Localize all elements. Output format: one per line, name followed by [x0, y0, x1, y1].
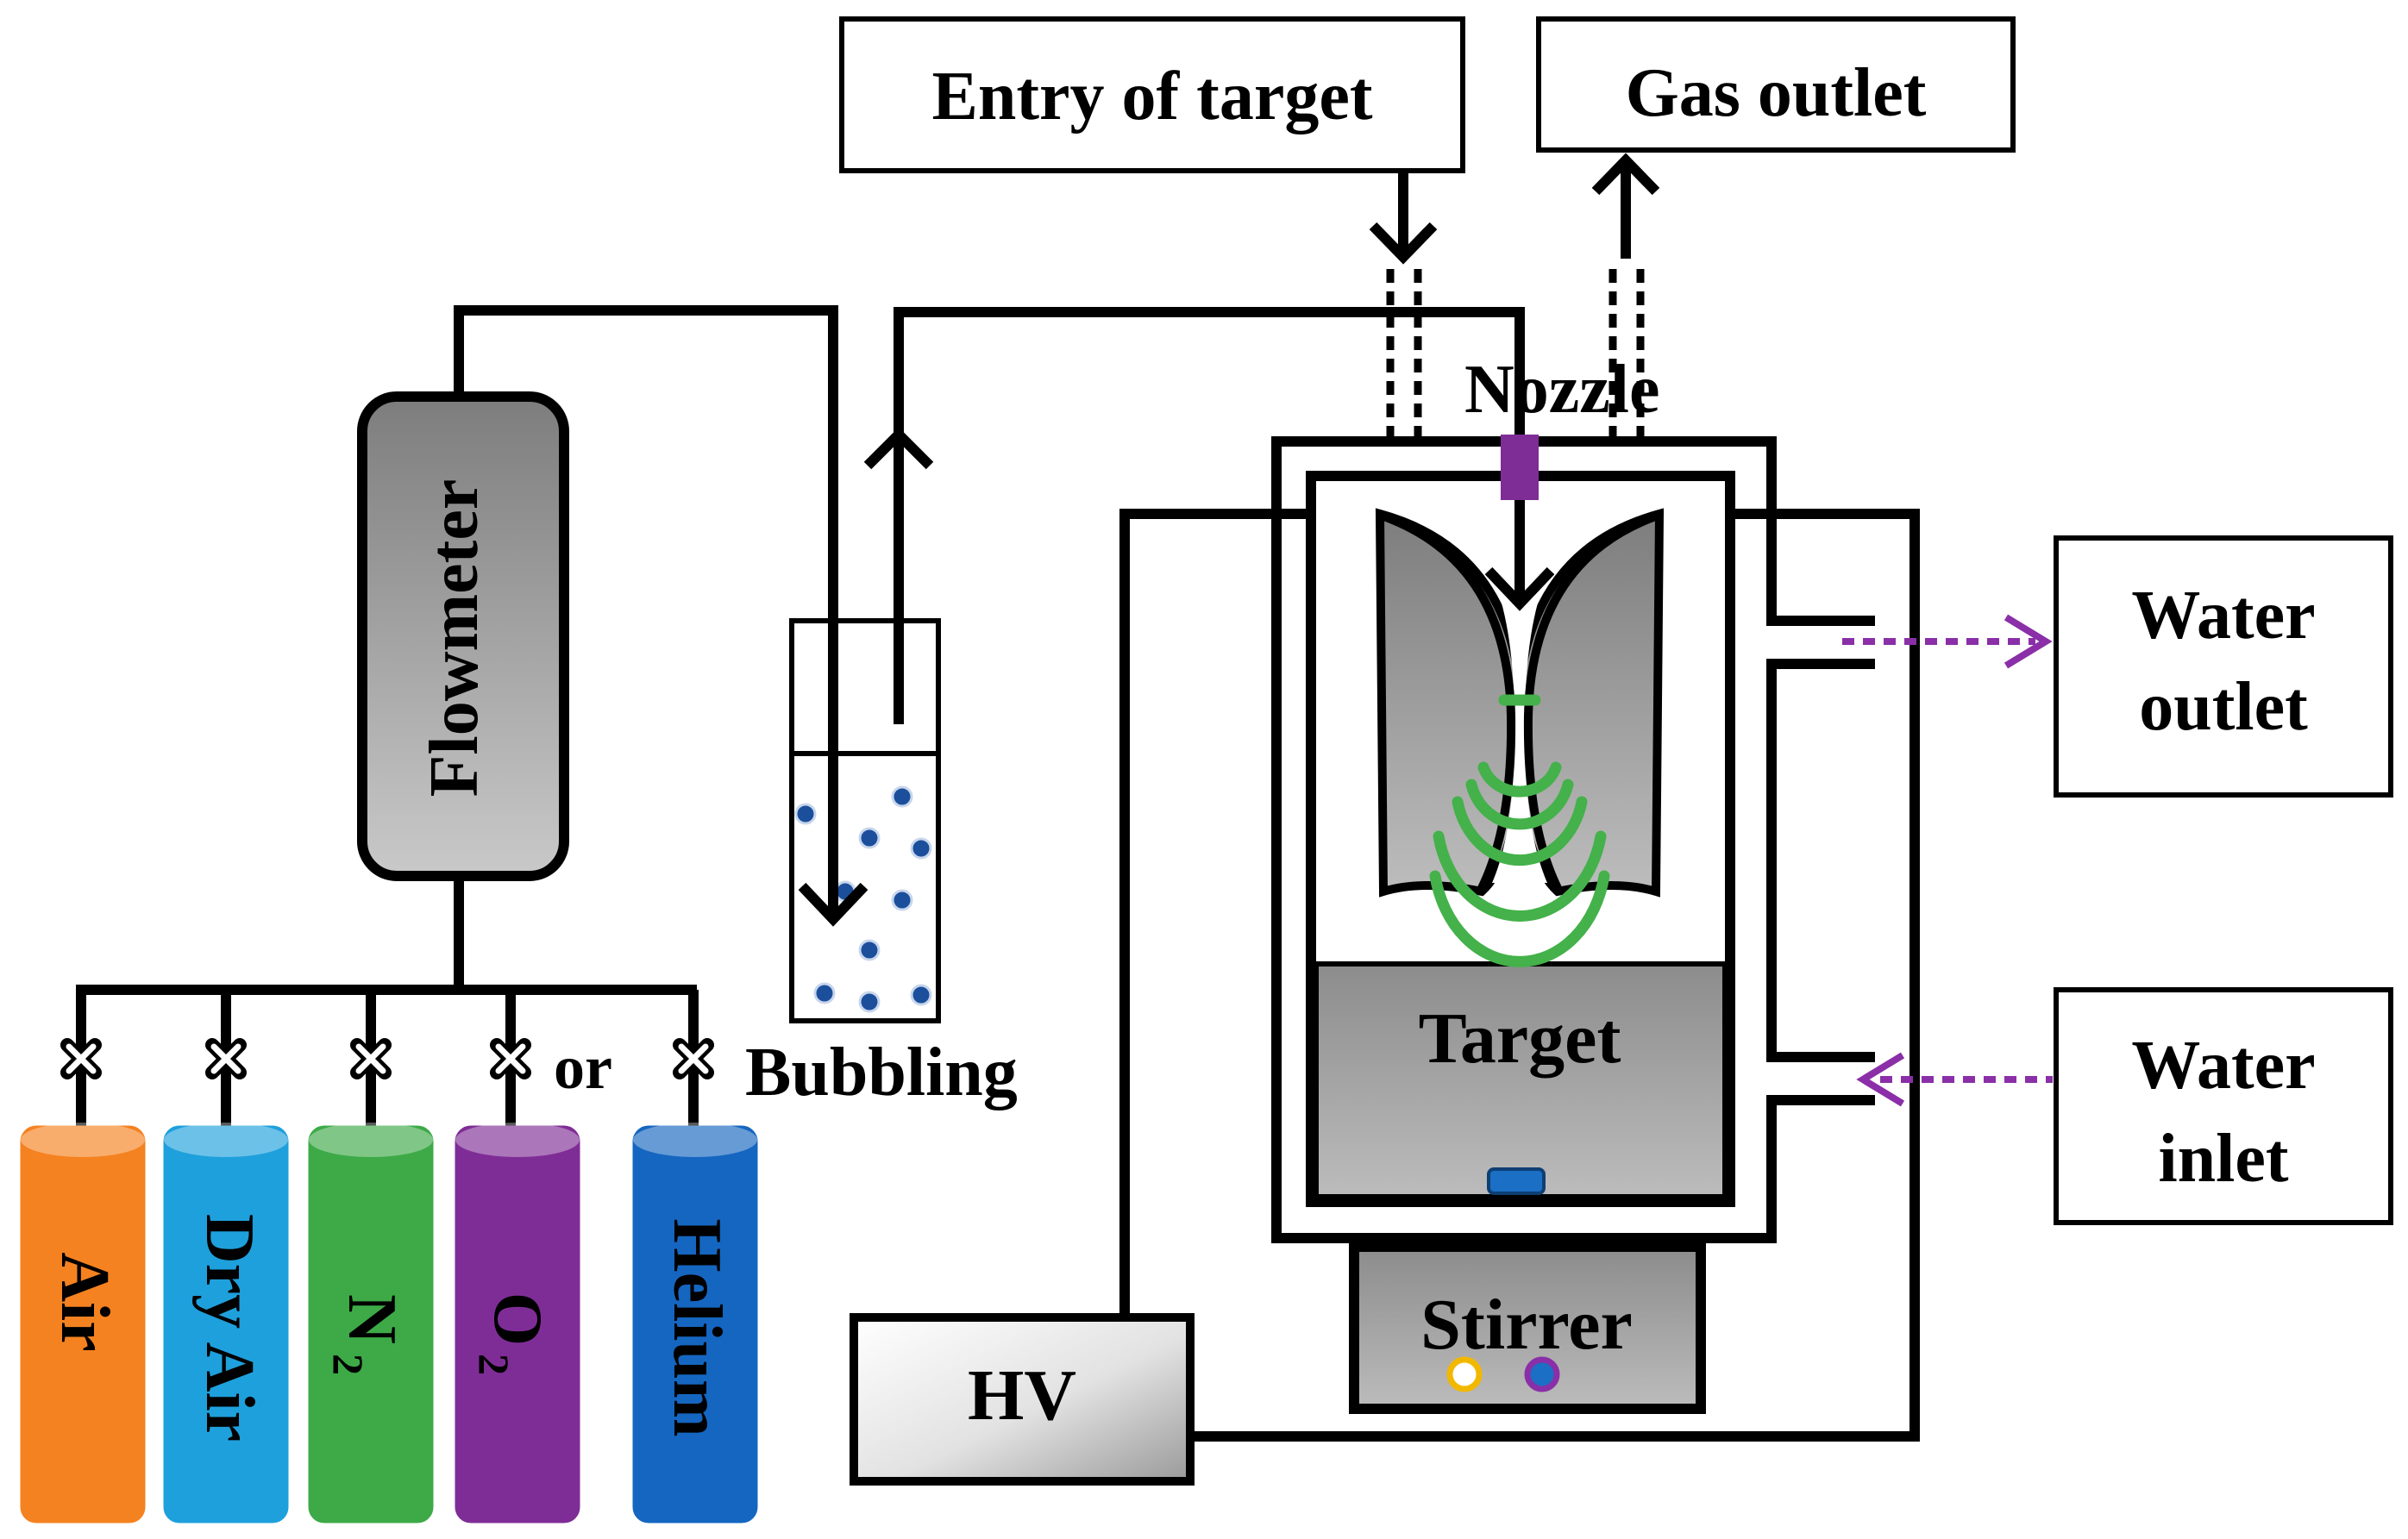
cylinder-subscript: 2 — [470, 1354, 518, 1375]
target-label: Target — [1419, 998, 1621, 1079]
cylinder-n2: N 2 — [308, 1123, 434, 1523]
hv-wiring — [1119, 509, 1920, 1442]
water-inlet: Water inlet — [1856, 987, 2393, 1225]
cylinder-o2: O 2 — [455, 1123, 580, 1523]
entry-of-target-box: Entry of target — [839, 16, 1465, 173]
water-ports — [1766, 616, 1875, 1105]
cylinder-label: N — [334, 1294, 410, 1344]
or-label: or — [554, 1033, 612, 1102]
hv-label: HV — [968, 1355, 1076, 1436]
water-outlet-label-2: outlet — [2139, 669, 2308, 745]
stirrer-knob-icon — [1446, 1356, 1483, 1392]
cylinder-helium: Helium — [632, 1123, 758, 1523]
cylinder-air: Air — [20, 1123, 146, 1523]
cylinder-label: O — [480, 1292, 555, 1346]
flowmeter: Flowmeter — [357, 391, 569, 881]
flowmeter-label: Flowmeter — [417, 479, 492, 798]
stir-bar — [1487, 1167, 1546, 1195]
stirrer-label: Stirrer — [1420, 1285, 1633, 1365]
water-outlet-arrow-icon — [2004, 614, 2053, 669]
water-outlet-label-1: Water — [2131, 578, 2315, 654]
water-inlet-label-2: inlet — [2158, 1121, 2288, 1197]
cylinder-subscript: 2 — [324, 1354, 373, 1375]
water-outlet: Water outlet — [1842, 535, 2393, 798]
water-inlet-label-1: Water — [2131, 1028, 2315, 1104]
cylinder-label: Air — [47, 1252, 122, 1352]
target-liquid — [1314, 961, 1728, 1199]
bubbler — [789, 618, 941, 1023]
water-inlet-arrow-icon — [1856, 1052, 1905, 1107]
electrospray-plume — [1429, 694, 1610, 967]
bubbling-label: Bubbling — [745, 1035, 1018, 1110]
gas-outlet-label: Gas outlet — [1626, 55, 1927, 131]
gas-cylinders: Air Dry Air N 2 O 2 Helium — [20, 1123, 758, 1523]
nozzle — [1501, 435, 1539, 500]
entry-of-target-label: Entry of target — [932, 59, 1373, 135]
cylinder-label: Helium — [659, 1218, 735, 1436]
cylinder-label: Dry Air — [191, 1214, 267, 1442]
bubbles — [794, 785, 932, 1013]
nozzle-label: Nozzle — [1464, 352, 1660, 428]
cylinder-dry-air: Dry Air — [163, 1123, 289, 1523]
stirrer: Stirrer — [1349, 1242, 1706, 1414]
stirrer-knob-icon — [1524, 1356, 1560, 1392]
hv-power-supply: HV — [850, 1313, 1195, 1486]
gas-outlet-box: Gas outlet — [1536, 16, 2016, 153]
